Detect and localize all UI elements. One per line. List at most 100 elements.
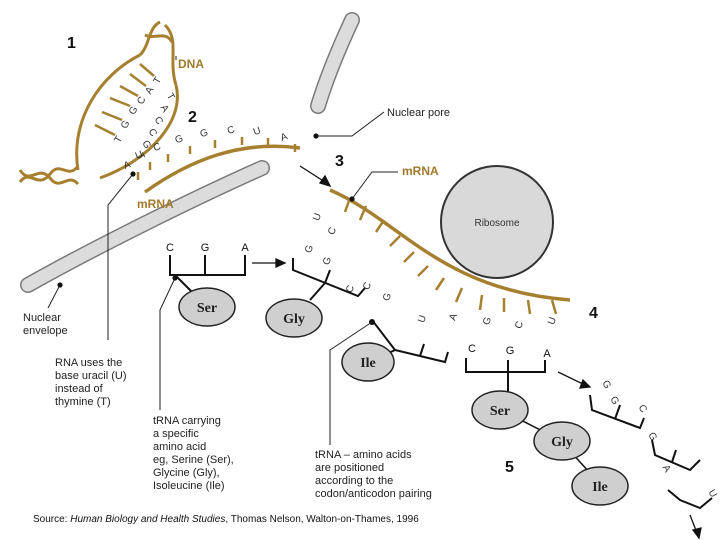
mrna-ribosome-tick-4 <box>389 235 401 247</box>
mrna-ribosome-tick-3 <box>374 219 386 233</box>
svg-text:Nuclear: Nuclear <box>23 312 61 324</box>
dna-base-left-3: G <box>127 104 141 116</box>
svg-text:C: C <box>468 343 476 355</box>
leader-dots <box>57 133 355 288</box>
dna-base-ticks <box>94 63 155 137</box>
step-1: 1 <box>67 35 76 52</box>
dna-rung-1 <box>94 123 116 137</box>
svg-text:according to the: according to the <box>315 475 393 487</box>
mrna-ribosome-tick-6 <box>417 265 429 277</box>
mrna-transcript-base-2: U <box>134 149 145 162</box>
mrna-ribosome-base-3: G <box>303 243 316 254</box>
chain-ser <box>471 390 529 430</box>
svg-text:tRNA carrying: tRNA carrying <box>153 415 221 427</box>
dna-base-left-5: A <box>143 85 156 97</box>
dna-rung-2 <box>101 110 123 122</box>
mrna-ribosome-tick-1 <box>343 197 352 213</box>
chain-gly <box>533 421 591 461</box>
mrna-transcript-base-3: C <box>152 141 163 154</box>
mrna-transcript-base-1: A <box>122 159 132 172</box>
svg-text:A: A <box>241 242 249 254</box>
dna-base-left-4: C <box>135 95 148 107</box>
mrna-ribosome-base-11: C <box>513 320 526 331</box>
svg-text:G: G <box>506 345 515 357</box>
mrna-transcript-base-7: U <box>252 125 263 138</box>
mrna-ribosome-tick-8 <box>454 287 464 303</box>
nuclear-pore-label: Nuclear pore <box>387 107 450 119</box>
exiting-base-1: G <box>599 379 613 391</box>
chain-ile <box>571 466 629 506</box>
mrna-ribosome-base-10: G <box>481 315 494 326</box>
trna-carrying-label: tRNA carrying a specific amino acid eg, … <box>153 415 234 492</box>
mrna-ribosome-base-6: C <box>361 281 374 292</box>
chain-ser-label: Ser <box>490 404 510 419</box>
mrna-transcript-strand <box>143 144 301 194</box>
trna-positioned-label: tRNA – amino acids are positioned accord… <box>315 449 432 500</box>
dna-base-left-6: T <box>152 75 165 86</box>
nuclear-envelope-fill <box>21 161 269 292</box>
mrna-ribosome-tick-5 <box>403 251 415 263</box>
svg-text:eg, Serine (Ser),: eg, Serine (Ser), <box>153 454 234 466</box>
mrna-ribosome-strand <box>329 188 571 302</box>
svg-text:are positioned: are positioned <box>315 462 384 474</box>
mrna-ribosome-base-9: A <box>447 312 460 322</box>
dna-label: DNA <box>178 57 204 71</box>
nuclear-envelope-label: Nuclear envelope <box>23 312 68 337</box>
amino-acid-gly <box>265 298 323 338</box>
dna-base-right-2: A <box>158 103 171 115</box>
ribosome-label: Ribosome <box>474 218 519 229</box>
mrna-ribosome-tick-11 <box>526 299 532 315</box>
svg-text:G: G <box>201 242 210 254</box>
mrna-ribosome-tick-9 <box>478 294 484 311</box>
svg-text:a specific: a specific <box>153 428 199 440</box>
svg-text:Glycine (Gly),: Glycine (Gly), <box>153 467 220 479</box>
mrna-ribosome-base-8: U <box>416 314 429 325</box>
source-citation: Source: Human Biology and Health Studies… <box>33 514 419 525</box>
dna-rung-5 <box>129 73 147 87</box>
svg-text:base uracil (U): base uracil (U) <box>55 370 127 382</box>
dna-base-right-4: C <box>146 127 159 139</box>
svg-text:tRNA – amino acids: tRNA – amino acids <box>315 449 412 461</box>
mrna-top-label: mRNA <box>402 164 439 178</box>
mrna-ribosome-tick-7 <box>434 277 446 291</box>
mrna-ribosome-base-2: C <box>326 226 339 237</box>
amino-acid-ser-free <box>178 287 236 327</box>
amino-acid-ile-label: Ile <box>360 356 376 371</box>
dna-base-right-6: T <box>134 151 147 162</box>
amino-acid-gly-label: Gly <box>283 312 305 327</box>
trna-exit-anticodon: C G A <box>468 343 551 360</box>
chain-ile-label: Ile <box>592 480 608 495</box>
dna-rung-4 <box>119 84 139 98</box>
mrna-transcript-base-4: G <box>174 133 185 146</box>
chain-gly-label: Gly <box>551 435 573 450</box>
svg-text:Isoleucine (Ile): Isoleucine (Ile) <box>153 480 225 492</box>
mrna-transcript-base-5: G <box>199 127 210 140</box>
trna-free-anticodon: C G A <box>166 242 249 254</box>
svg-text:A: A <box>543 348 551 360</box>
mrna-left-label: mRNA <box>137 197 174 211</box>
dna-rung-3 <box>109 96 131 108</box>
svg-text:C: C <box>166 242 174 254</box>
trna-exit <box>465 358 546 392</box>
step-2: 2 <box>188 109 197 126</box>
exiting-trna-strand <box>589 394 713 510</box>
svg-text:amino acid: amino acid <box>153 441 206 453</box>
ribosome-shape <box>440 165 554 279</box>
rna-uracil-label: RNA uses the base uracil (U) instead of … <box>55 357 127 408</box>
dna-base-right-1: T <box>164 91 177 102</box>
dna-rung-6 <box>139 63 155 77</box>
amino-acid-ile <box>341 342 395 382</box>
svg-text:instead of: instead of <box>55 383 104 395</box>
dna-base-left-1: T <box>113 134 126 145</box>
trna-bound-gly <box>292 258 366 301</box>
dna-helix <box>18 20 179 186</box>
mrna-ribosome-base-7: G <box>381 291 394 302</box>
dna-base-left-2: G <box>119 118 133 130</box>
step-3: 3 <box>335 153 344 170</box>
dna-base-right-3: C <box>152 115 165 127</box>
mrna-transcript-ticks <box>136 137 297 180</box>
svg-text:codon/anticodon pairing: codon/anticodon pairing <box>315 488 432 500</box>
